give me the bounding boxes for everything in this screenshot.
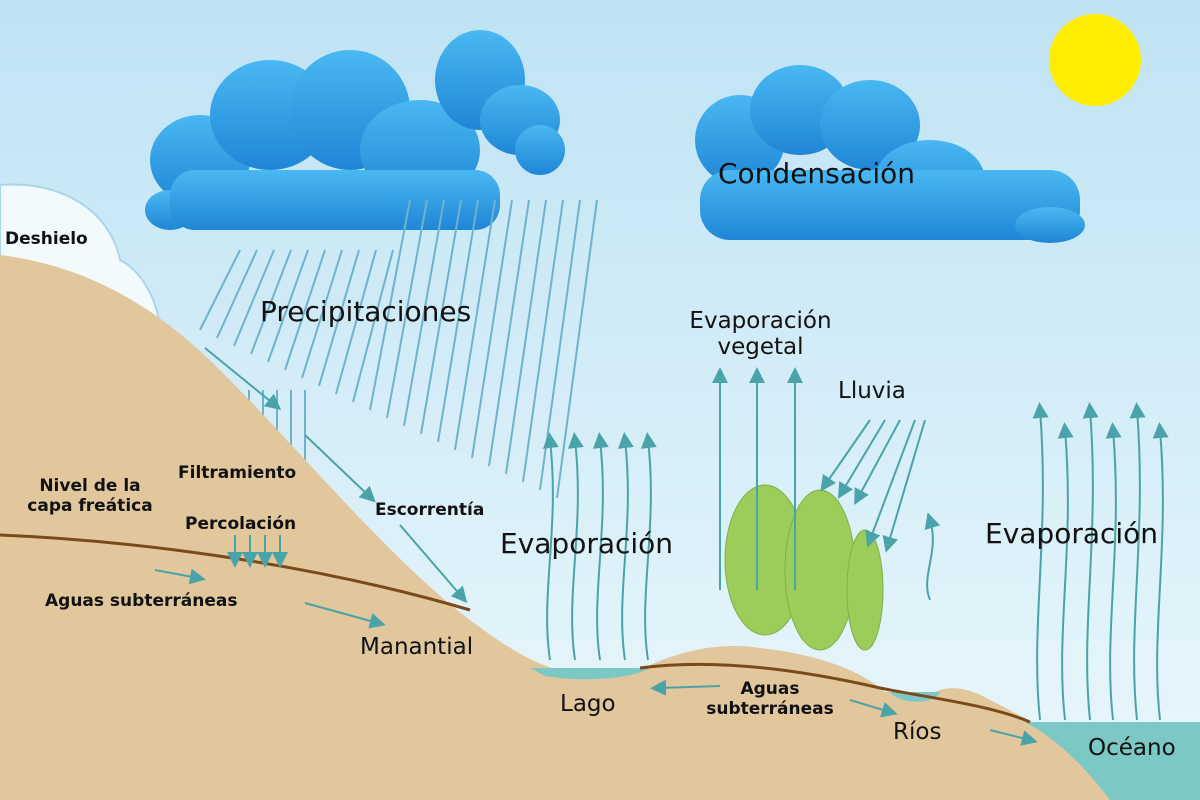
label-evaporacion-vegetal-line1: Evaporación	[689, 308, 832, 334]
label-lago: Lago	[560, 691, 616, 717]
sun	[1049, 14, 1141, 106]
arrow	[924, 512, 941, 601]
arrow	[854, 419, 901, 506]
label-evaporacion-lago: Evaporación	[500, 527, 674, 560]
arrow	[1057, 422, 1074, 721]
arrow	[592, 432, 609, 661]
label-aguas-subterraneas-2: Aguas subterráneas	[680, 679, 860, 719]
label-aguas-subterraneas-1: Aguas subterráneas	[45, 591, 238, 611]
rain-streak	[420, 199, 462, 435]
arrow	[304, 602, 386, 629]
label-oceano: Océano	[1088, 735, 1176, 761]
arrow	[1152, 422, 1169, 721]
rain-streak	[284, 249, 326, 371]
arrow	[304, 434, 376, 503]
arrow	[617, 432, 634, 661]
flow-arrows	[154, 347, 1169, 746]
rain-streaks	[199, 199, 598, 499]
rain-streak	[505, 199, 547, 475]
rain-streak	[403, 199, 445, 427]
arrow	[820, 419, 871, 492]
river	[890, 692, 940, 702]
arrow	[399, 524, 468, 604]
rain-streak	[522, 199, 564, 483]
lake	[530, 668, 650, 680]
label-rios: Ríos	[893, 719, 942, 745]
arrow	[154, 568, 206, 585]
rain-streak	[488, 199, 530, 467]
rain-streak	[556, 199, 598, 499]
trees	[724, 484, 884, 651]
label-evaporacion-vegetal: Evaporación vegetal	[668, 308, 853, 361]
arrow	[989, 729, 1038, 746]
arrow	[640, 432, 657, 661]
rain-streak	[437, 199, 479, 443]
label-condensacion: Condensación	[718, 157, 915, 190]
rain-streak	[454, 199, 496, 451]
arrow	[650, 679, 721, 696]
label-precipitaciones: Precipitaciones	[260, 295, 472, 328]
rain-streak	[386, 199, 428, 419]
arrow	[204, 347, 282, 411]
arrow	[849, 699, 898, 718]
label-deshielo: Deshielo	[5, 229, 88, 249]
rain-streak	[318, 249, 360, 387]
water-table-line	[0, 533, 1031, 724]
arrow	[882, 419, 926, 553]
arrow	[1129, 402, 1146, 721]
arrow	[567, 432, 584, 661]
rain-streak	[267, 249, 309, 363]
rain-streak	[369, 199, 411, 411]
arrow	[1105, 422, 1122, 721]
label-evaporacion-oceano: Evaporación	[985, 517, 1159, 550]
precipitation-cloud	[145, 30, 565, 230]
rain-streak	[352, 249, 394, 403]
arrow	[542, 432, 559, 661]
rain-streak	[216, 249, 258, 339]
arrow	[865, 419, 916, 548]
arrow	[1082, 402, 1099, 721]
ocean	[1025, 722, 1200, 800]
label-escorrentia: Escorrentía	[375, 500, 485, 520]
label-evaporacion-vegetal-line2: vegetal	[717, 334, 804, 361]
rain-streak	[233, 249, 275, 347]
label-percolacion: Percolación	[185, 514, 297, 534]
rain-streak	[301, 249, 343, 379]
label-nivel-capa-freatica: Nivel de la capa freática	[10, 476, 170, 516]
label-nivel-line2: capa freática	[27, 495, 153, 516]
arrow	[837, 419, 886, 499]
rain-streak	[199, 249, 241, 331]
arrow	[1032, 402, 1049, 721]
rain-streak	[250, 249, 292, 355]
ground	[0, 255, 1110, 800]
rain-streak	[471, 199, 513, 459]
label-aguas-2-line1: Aguas	[740, 679, 800, 699]
label-filtramiento: Filtramiento	[178, 463, 297, 483]
label-lluvia: Lluvia	[838, 378, 906, 404]
rain-streak	[335, 249, 377, 395]
condensation-cloud	[695, 65, 1085, 243]
label-nivel-line1: Nivel de la	[39, 476, 141, 496]
label-manantial: Manantial	[360, 634, 474, 660]
label-aguas-2-line2: subterráneas	[706, 698, 834, 719]
